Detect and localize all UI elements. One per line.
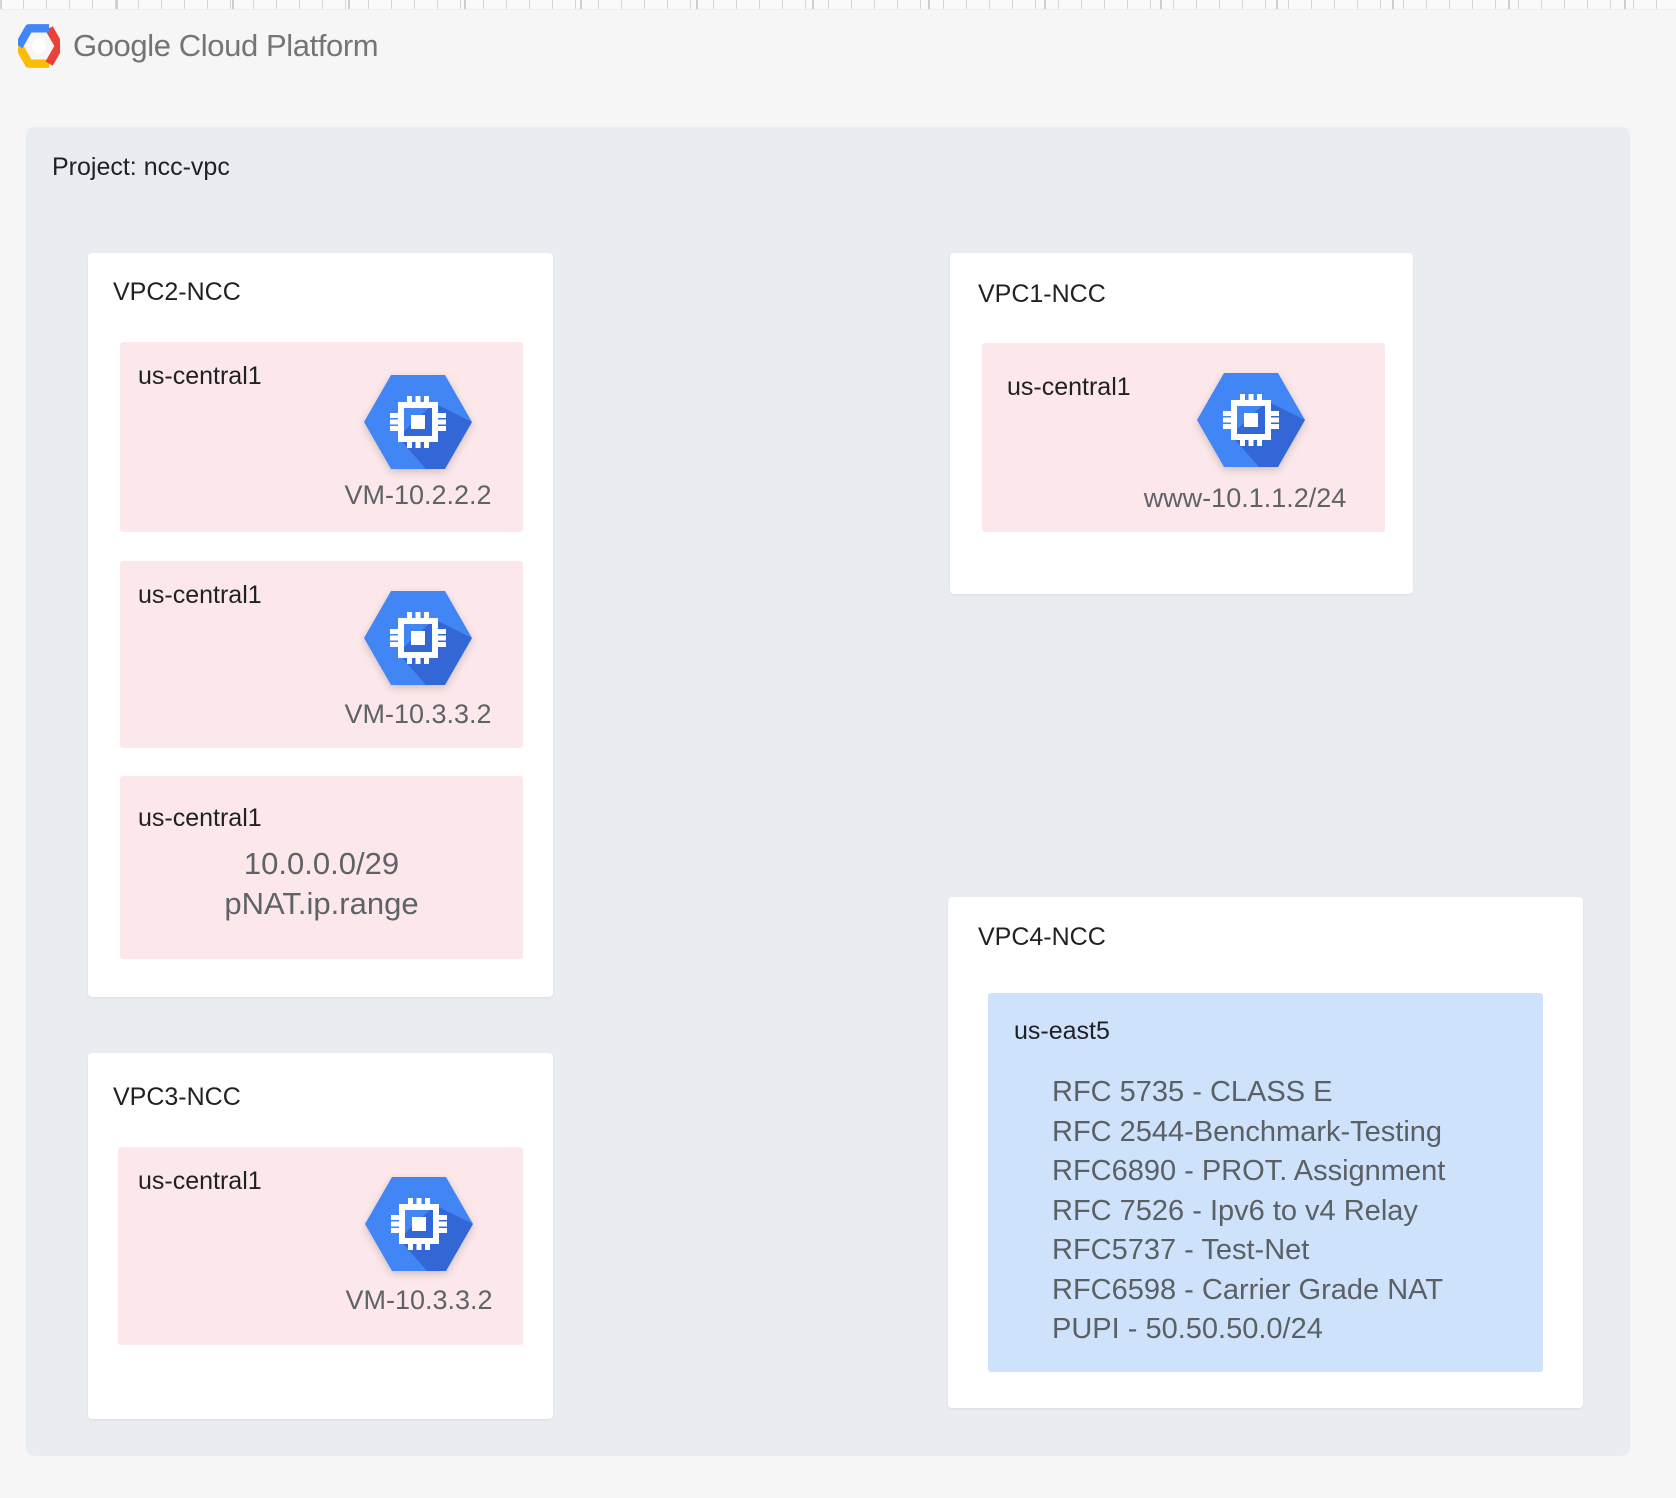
subnet-box: us-central1 10.0.0.0/29 pNAT.ip.range [120, 776, 523, 959]
rfc-list-item: RFC6598 - Carrier Grade NAT [1052, 1273, 1444, 1306]
vpc-box-vpc3-ncc: VPC3-NCC us-central1 VM-10.3.3.2 [88, 1053, 553, 1419]
canvas-ruler [0, 0, 1676, 10]
subnet-box: us-central1 VM-10.2.2.2 [120, 342, 523, 532]
vpc-box-vpc2-ncc: VPC2-NCC us-central1 VM-10.2.2.2 us-cent… [88, 253, 553, 997]
vpc-box-vpc1-ncc: VPC1-NCC us-central1 www-10.1.1.2/24 [950, 253, 1413, 594]
ip-range-text: 10.0.0.0/29 pNAT.ip.range [120, 844, 523, 924]
gcp-brand: Google Cloud Platform [18, 22, 379, 70]
ip-range-name: pNAT.ip.range [224, 886, 419, 921]
rfc-list-item: RFC5737 - Test-Net [1052, 1234, 1310, 1266]
subnet-box: us-east5 RFC 5735 - CLASS E RFC 2544-Ben… [988, 993, 1543, 1372]
region-label: us-central1 [138, 804, 262, 832]
gcp-logo-text-google: Google [73, 28, 171, 63]
region-label: us-central1 [1007, 373, 1131, 401]
compute-engine-icon [1197, 373, 1305, 467]
subnet-box: us-central1 VM-10.3.3.2 [118, 1147, 523, 1345]
gcp-logo-icon [18, 24, 60, 68]
vm-label: VM-10.2.2.2 [344, 480, 492, 510]
rfc-list-item: RFC 2544-Benchmark-Testing [1052, 1115, 1443, 1148]
vm-label: VM-10.3.3.2 [345, 1285, 493, 1315]
subnet-box: us-central1 VM-10.3.3.2 [120, 561, 523, 748]
region-label: us-central1 [138, 581, 262, 609]
vpc-box-vpc4-ncc: VPC4-NCC us-east5 RFC 5735 - CLASS E RFC… [948, 897, 1583, 1408]
compute-engine-icon [364, 591, 472, 685]
rfc-list: RFC 5735 - CLASS E RFC 2544-Benchmark-Te… [1052, 1073, 1445, 1350]
rfc-list-item: RFC 7526 - Ipv6 to v4 Relay [1052, 1194, 1418, 1227]
gcp-logo-text: Google Cloud Platform [73, 28, 379, 64]
compute-engine-icon [364, 375, 472, 469]
subnet-box: us-central1 www-10.1.1.2/24 [982, 343, 1385, 532]
rfc-list-item: RFC6890 - PROT. Assignment [1052, 1155, 1446, 1187]
vpc-title: VPC1-NCC [978, 280, 1106, 308]
region-label: us-central1 [138, 1167, 262, 1195]
vm-label: www-10.1.1.2/24 [1143, 483, 1347, 513]
region-label: us-east5 [1014, 1017, 1110, 1045]
rfc-list-item: RFC 5735 - CLASS E [1052, 1076, 1333, 1108]
vpc-title: VPC2-NCC [113, 278, 241, 306]
project-label: Project: ncc-vpc [52, 153, 230, 181]
vm-label: VM-10.3.3.2 [344, 699, 492, 729]
vpc-title: VPC3-NCC [113, 1083, 241, 1111]
vpc-title: VPC4-NCC [978, 923, 1106, 951]
compute-engine-icon [365, 1177, 473, 1271]
gcp-logo-text-cloud-platform: Cloud Platform [170, 28, 379, 63]
region-label: us-central1 [138, 362, 262, 390]
rfc-list-item: PUPI - 50.50.50.0/24 [1052, 1313, 1323, 1345]
project-container: Project: ncc-vpc VPC2-NCC us-central1 VM… [26, 127, 1630, 1456]
ip-range-cidr: 10.0.0.0/29 [243, 846, 400, 881]
